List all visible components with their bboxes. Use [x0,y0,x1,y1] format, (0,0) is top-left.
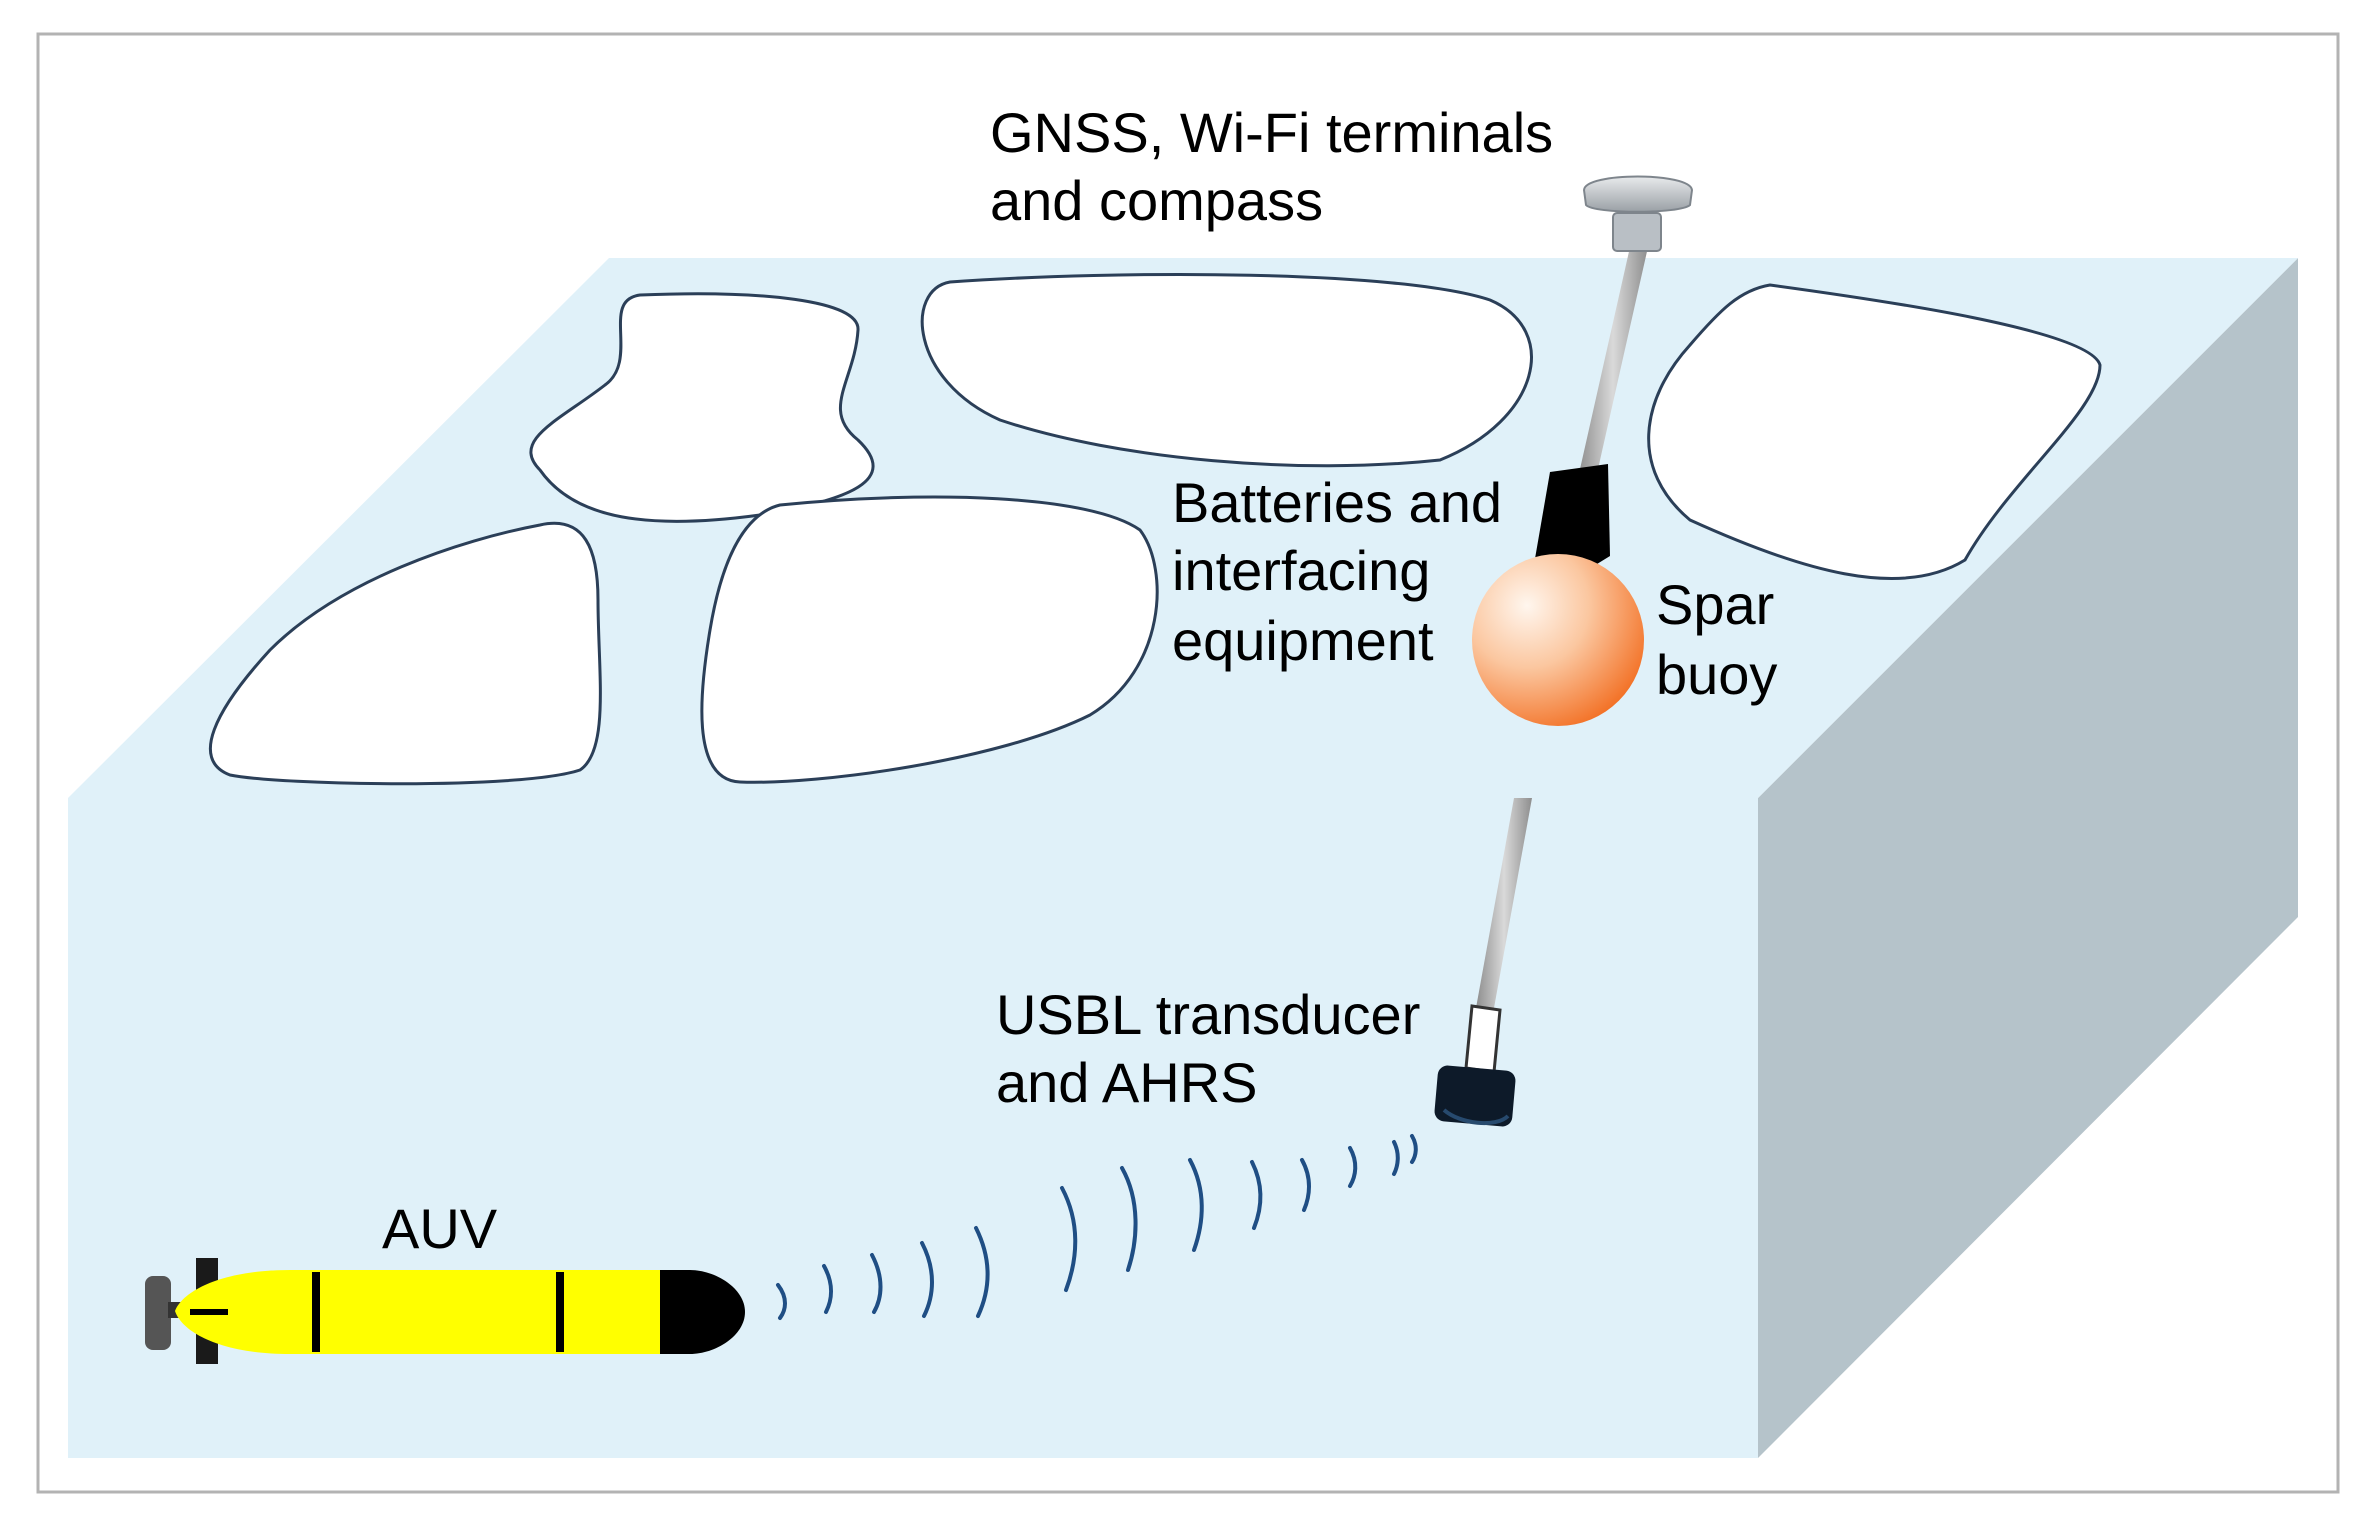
gnss-label-line: GNSS, Wi-Fi terminals [990,101,1553,164]
buoy-upper-mast [1578,247,1648,478]
usbl-label-line: and AHRS [996,1051,1258,1114]
buoy-lower-mast [1476,798,1532,1008]
batteries-label-line: interfacing [1172,539,1430,602]
ice-floe [920,273,1533,468]
ice-floe [1647,283,2102,581]
spar-buoy-label: Spar buoy [1656,573,1790,706]
usbl-label-line: USBL transducer [996,983,1420,1046]
gnss-label: GNSS, Wi-Fi terminals and compass [990,101,1569,232]
batteries-label-line: Batteries and [1172,471,1502,534]
auv-propeller [145,1276,171,1350]
spar-buoy-label-line: Spar [1656,573,1774,636]
batteries-label-line: equipment [1172,609,1434,672]
batteries-label: Batteries and interfacing equipment [1172,471,1518,672]
ice-floes [208,273,2102,786]
auv-nose [660,1270,745,1354]
gnss-label-line: and compass [990,169,1323,232]
acoustic-waves [776,1134,1418,1320]
auv-hull [175,1270,660,1354]
usbl-label: USBL transducer and AHRS [996,983,1436,1114]
spar-buoy-label-line: buoy [1656,643,1777,706]
gnss-antenna [1582,175,1694,252]
battery-housing [1532,464,1610,576]
auv-vehicle [145,1258,745,1364]
ice-floe [208,521,602,786]
buoy-float [1472,554,1644,726]
usbl-transducer [1434,1004,1516,1127]
ice-floe [700,495,1159,784]
water-right-face [1758,258,2298,1458]
auv-label: AUV [382,1197,498,1260]
